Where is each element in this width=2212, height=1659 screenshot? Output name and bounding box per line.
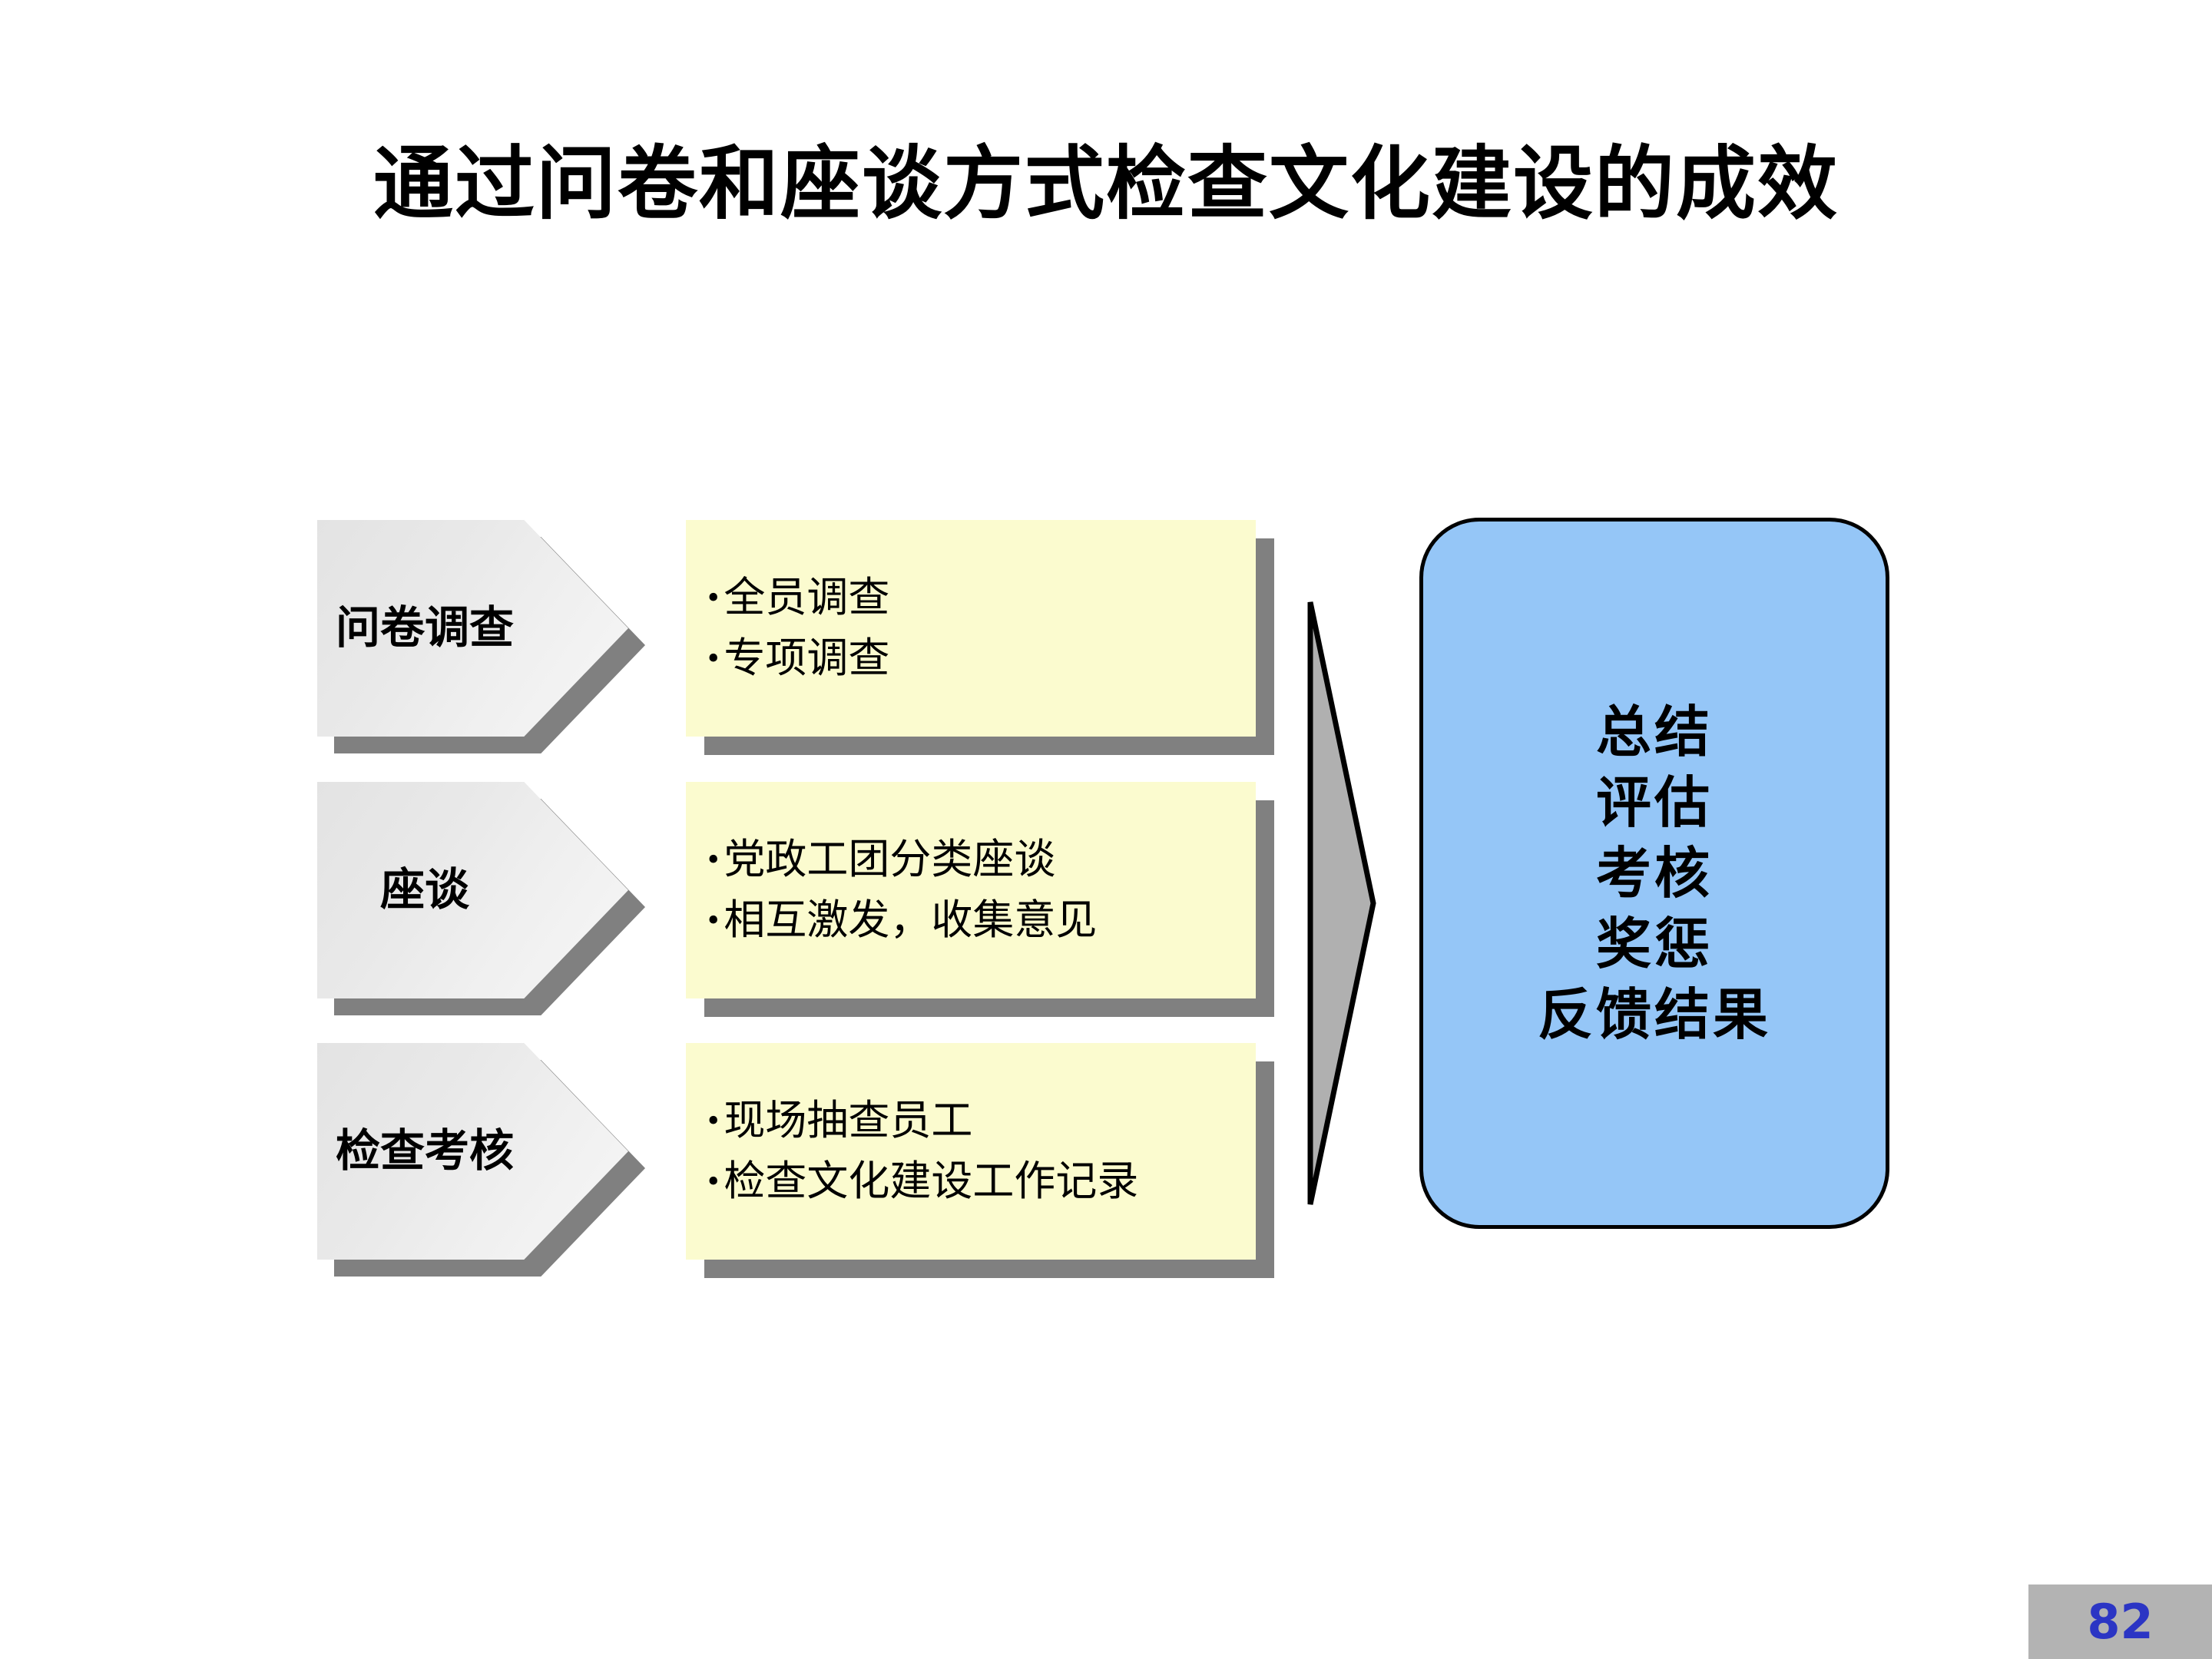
chevron-label: 问卷调查: [335, 603, 514, 654]
note-bullet: 全员调查: [707, 568, 1243, 628]
note-body: 全员调查 专项调查: [686, 520, 1256, 737]
summary-line: 考核: [1595, 840, 1713, 906]
page-number-badge: 82: [2028, 1584, 2212, 1659]
note-bullet: 党政工团分类座谈: [707, 830, 1243, 890]
flow-row: 检查考核 现场抽查员工 检查文化建设工作记录: [0, 1043, 2212, 1278]
summary-line: 总结: [1595, 699, 1713, 764]
flow-step-chevron[interactable]: 问卷调查: [317, 520, 645, 753]
summary-box[interactable]: 总结 评估 考核 奖惩 反馈结果: [1419, 518, 1889, 1229]
flow-step-note-box[interactable]: 党政工团分类座谈 相互激发，收集意见: [686, 782, 1274, 1017]
flow-row: 问卷调查 全员调查 专项调查: [0, 520, 2212, 755]
chevron-label: 检查考核: [335, 1126, 514, 1177]
page-title: 通过问卷和座谈方式检查文化建设的成效: [373, 137, 1839, 230]
note-bullet: 检查文化建设工作记录: [707, 1151, 1243, 1212]
flow-step-note-box[interactable]: 现场抽查员工 检查文化建设工作记录: [686, 1043, 1274, 1278]
flow-step-note-box[interactable]: 全员调查 专项调查: [686, 520, 1274, 755]
flow-row: 座谈 党政工团分类座谈 相互激发，收集意见: [0, 782, 2212, 1017]
right-arrow-icon: [1306, 599, 1376, 1207]
flow-step-chevron[interactable]: 座谈: [317, 782, 645, 1015]
chevron-label: 座谈: [379, 865, 469, 916]
note-bullet: 相互激发，收集意见: [707, 890, 1243, 951]
note-body: 现场抽查员工 检查文化建设工作记录: [686, 1043, 1256, 1260]
summary-line: 奖惩: [1595, 912, 1713, 977]
note-body: 党政工团分类座谈 相互激发，收集意见: [686, 782, 1256, 998]
summary-line: 评估: [1595, 770, 1713, 835]
page-number: 82: [2087, 1593, 2154, 1650]
summary-line: 反馈结果: [1537, 982, 1771, 1048]
flow-step-chevron[interactable]: 检查考核: [317, 1043, 645, 1277]
note-bullet: 现场抽查员工: [707, 1091, 1243, 1151]
note-bullet: 专项调查: [707, 628, 1243, 689]
